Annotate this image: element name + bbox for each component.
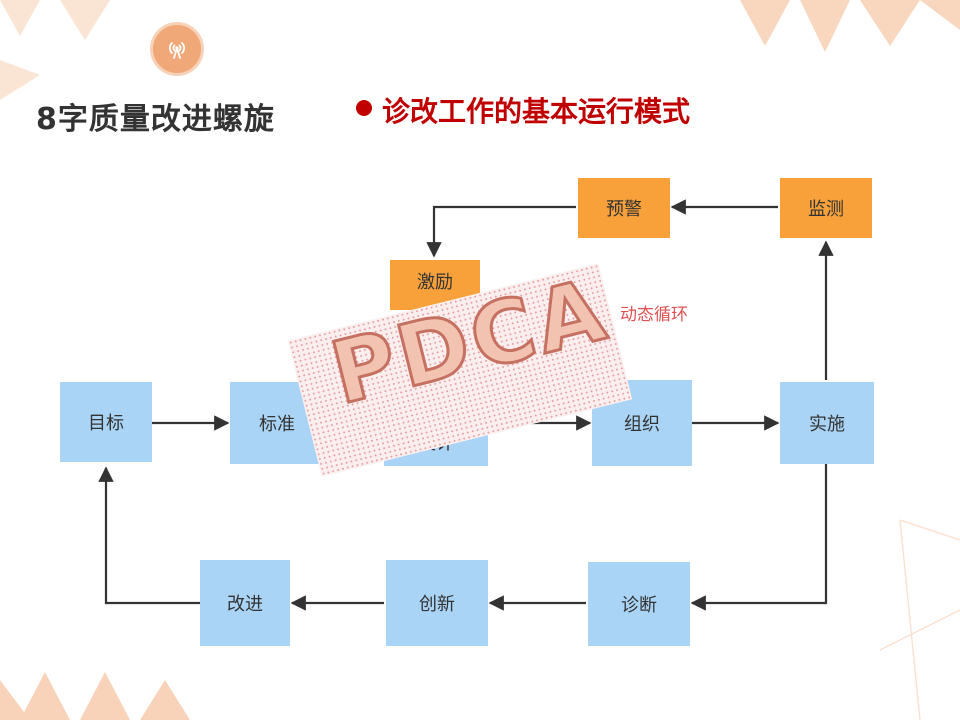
node-yujing: 预警 (578, 178, 670, 238)
arrow-shishi-zhenduan (690, 464, 828, 611)
node-jiance: 监测 (780, 178, 872, 238)
dynamic-cycle-label: 动态循环 (620, 305, 688, 325)
node-jili: 激励 (390, 260, 480, 310)
arrow-gaijin-mubiao (98, 466, 200, 605)
page-subtitle: 诊改工作的基本运行模式 (382, 95, 691, 128)
arrow-yujing-jili (426, 205, 576, 258)
page-title: 8字质量改进螺旋 (36, 102, 275, 137)
node-gaijin: 改进 (200, 560, 290, 646)
node-shishi: 实施 (780, 382, 874, 464)
node-zhenduan: 诊断 (588, 562, 690, 646)
node-mubiao: 目标 (60, 382, 152, 462)
antenna-signal-icon (169, 42, 185, 59)
node-chuangxin: 创新 (386, 560, 488, 646)
bullet-dot (356, 100, 372, 116)
logo-badge (150, 22, 204, 76)
